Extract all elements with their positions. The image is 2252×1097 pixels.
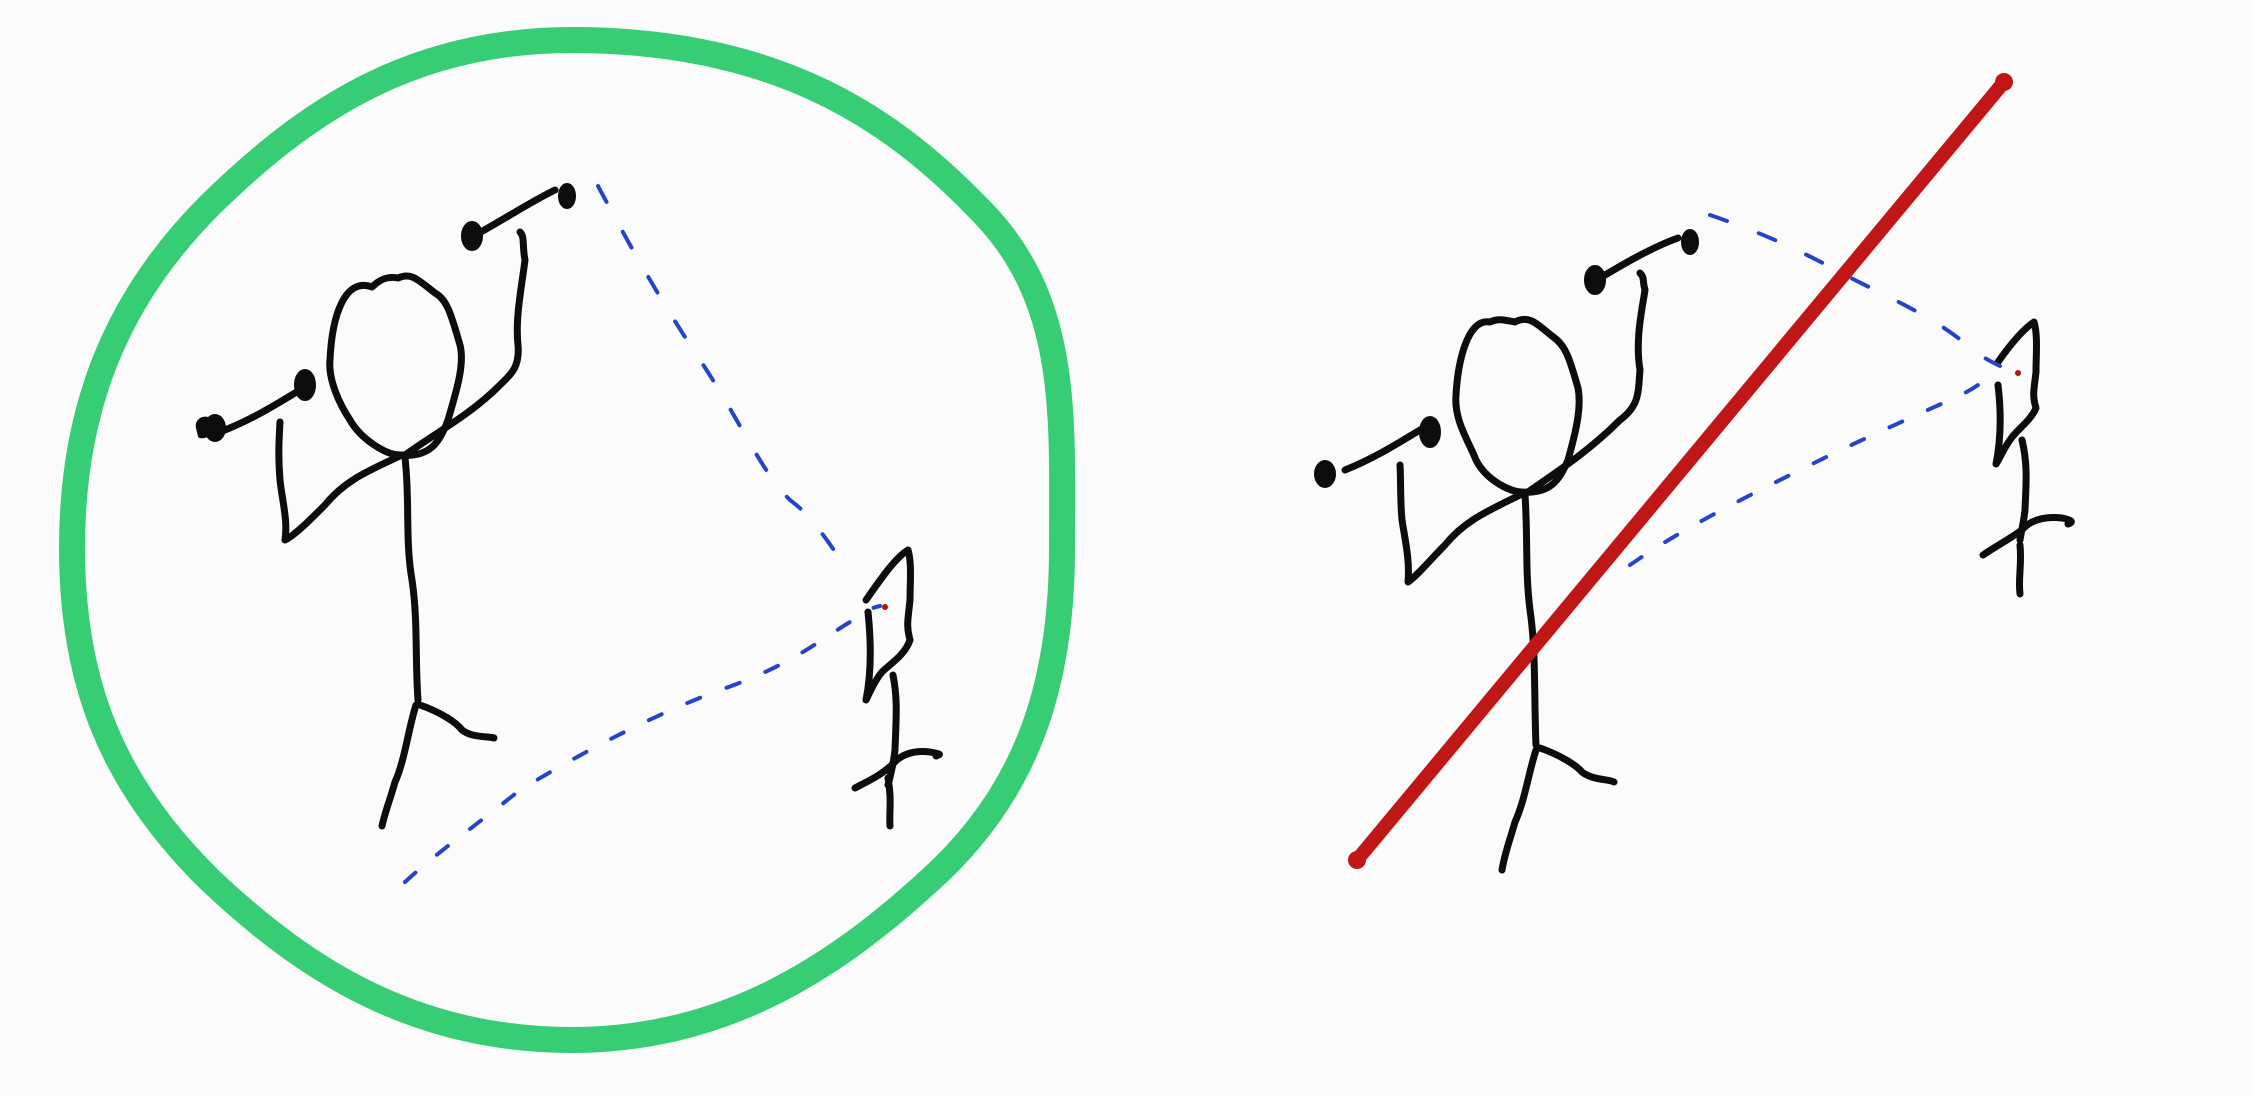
phone-icon	[1419, 416, 1441, 448]
hand-icon	[195, 416, 215, 439]
hand-icon	[1315, 462, 1335, 485]
sight-line-upper	[1708, 213, 2002, 368]
adult-lower-phone-arm	[1341, 426, 1424, 474]
child-leg	[2015, 541, 2025, 598]
child-head	[1992, 318, 2040, 468]
adult-left-arm	[275, 418, 406, 544]
adult-lower-phone-arm	[221, 386, 304, 434]
adult-figure	[1314, 229, 1699, 874]
child-arms	[1979, 514, 2075, 559]
sight-line-lower	[403, 604, 882, 884]
child-leg	[884, 774, 894, 830]
adult-upper-phone-arm	[466, 186, 559, 242]
adult-figure	[195, 183, 576, 830]
phone-icon	[1584, 265, 1606, 295]
child-eye	[2015, 370, 2021, 376]
adult-right-leg	[416, 701, 498, 742]
panel-incorrect	[1314, 73, 2075, 874]
child-head	[862, 546, 914, 704]
approval-circle-mark	[59, 27, 1076, 1053]
adult-left-leg	[378, 701, 420, 830]
adult-right-arm	[1521, 269, 1649, 498]
sight-line-lower	[1628, 368, 2002, 567]
sight-line-upper	[596, 184, 847, 568]
child-figure	[851, 546, 943, 830]
child-arms	[851, 748, 943, 792]
prohibition-slash-line	[1350, 75, 2011, 867]
adult-left-leg	[1498, 746, 1540, 874]
prohibition-slash-end	[1348, 851, 1366, 869]
child-figure	[1979, 318, 2075, 598]
adult-left-arm	[1396, 461, 1526, 586]
phone-icon	[294, 369, 316, 401]
panel-correct	[59, 27, 1076, 1053]
sight-lines-correct	[403, 184, 882, 884]
phone-icon	[558, 183, 576, 209]
child-eye	[882, 604, 888, 610]
phone-icon	[461, 221, 483, 251]
child-body	[884, 671, 900, 789]
adult-right-leg	[1536, 744, 1618, 786]
adult-body	[1521, 491, 1540, 749]
phone-icon	[1681, 229, 1699, 255]
adult-body	[401, 454, 422, 704]
prohibition-slash-mark	[1348, 73, 2013, 869]
adult-right-arm	[401, 228, 529, 459]
prohibition-slash-end	[1995, 73, 2013, 91]
sight-lines-incorrect	[1628, 213, 2002, 567]
